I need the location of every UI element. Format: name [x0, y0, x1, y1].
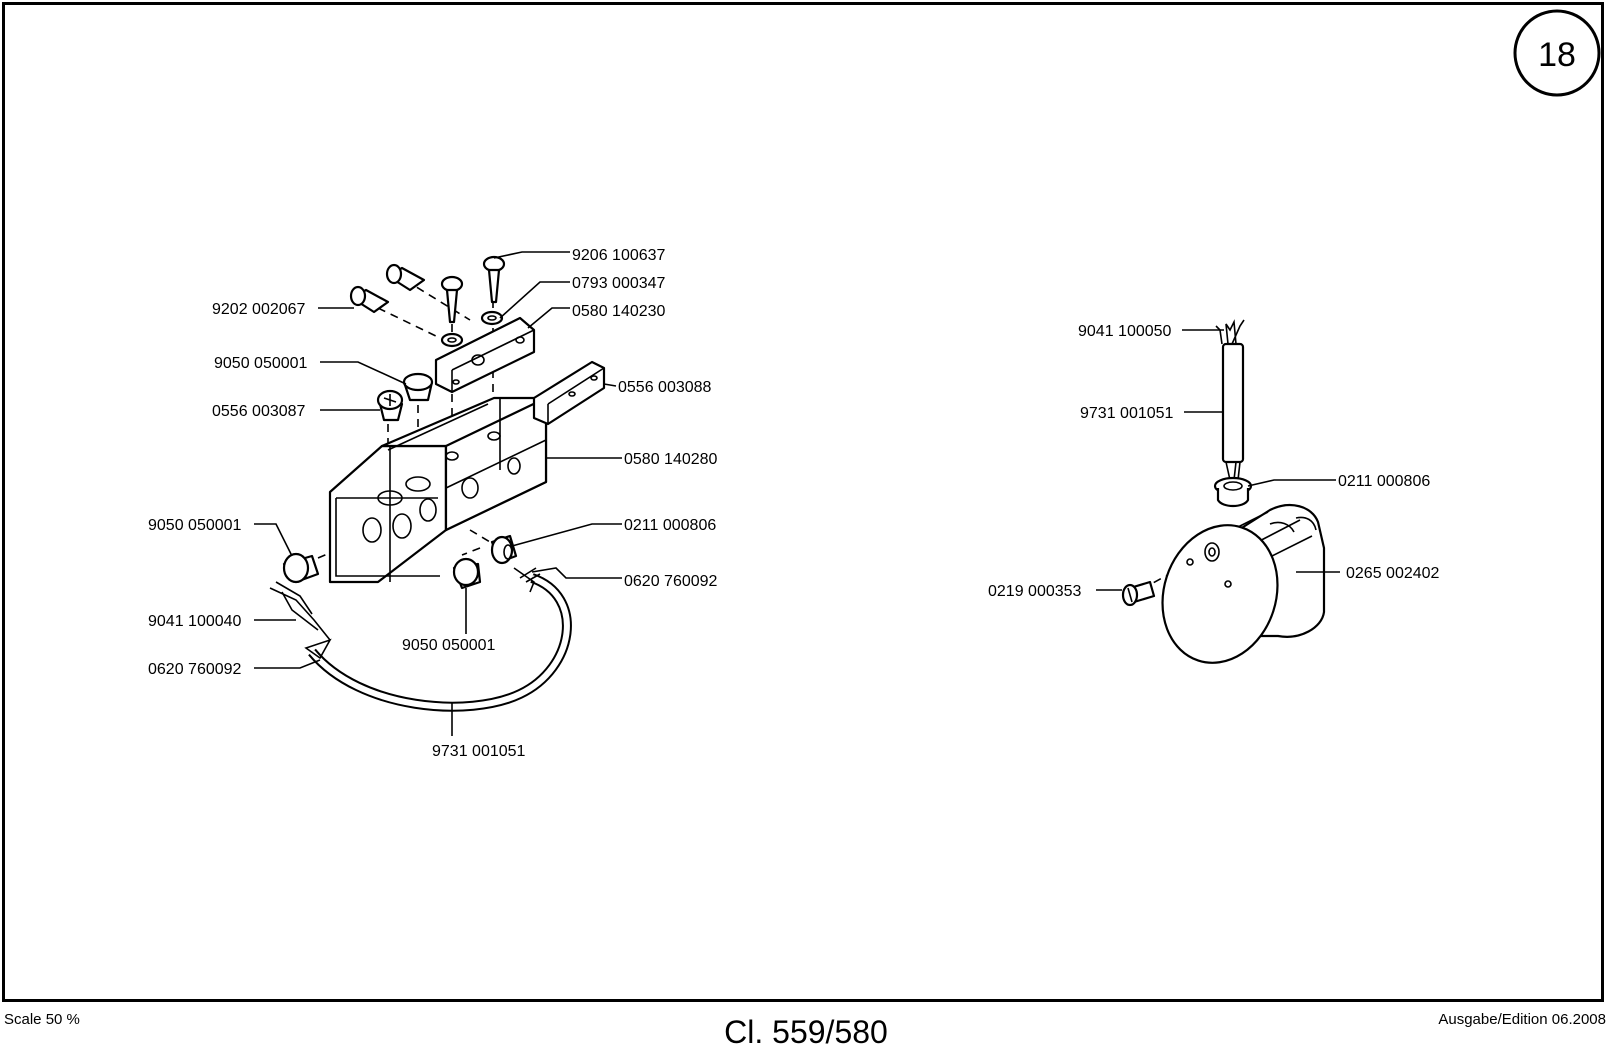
part-label-9731-001051-right: 9731 001051	[1080, 405, 1174, 422]
part-label-0211-000806-right: 0211 000806	[1338, 473, 1430, 490]
right-assembly: 9041 100050 9731 001051 0211 000806 0265…	[988, 320, 1440, 678]
part-label-0556-003088: 0556 003088	[618, 379, 712, 396]
part-label-0620-760092-right: 0620 760092	[624, 573, 718, 590]
part-label-9050-050001-top: 9050 050001	[214, 355, 308, 372]
part-label-0219-000353: 0219 000353	[988, 583, 1082, 600]
cap-screws	[351, 265, 424, 312]
part-label-0793-000347: 0793 000347	[572, 275, 666, 292]
wire-ends-right	[1216, 320, 1244, 344]
part-label-9202-002067: 9202 002067	[212, 301, 306, 318]
model-title: Cl. 559/580	[0, 1014, 1612, 1051]
part-label-9050-050001-left: 9050 050001	[148, 517, 242, 534]
mounting-bracket	[436, 318, 534, 392]
round-sensor-housing	[1145, 505, 1324, 678]
part-label-0580-140230: 0580 140230	[572, 303, 666, 320]
page-number: 18	[1538, 36, 1576, 74]
part-label-9041-100050: 9041 100050	[1078, 323, 1172, 340]
edition-note: Ausgabe/Edition 06.2008	[1438, 1011, 1606, 1028]
left-assembly: 9206 100637 0793 000347 9202 002067 0580…	[148, 247, 718, 760]
part-label-0556-003087: 0556 003087	[212, 403, 306, 420]
cable-right	[1223, 344, 1243, 480]
screw-right	[1123, 582, 1154, 605]
part-label-0580-140280: 0580 140280	[624, 451, 718, 468]
part-label-0620-760092-left: 0620 760092	[148, 661, 242, 678]
part-label-0265-002402: 0265 002402	[1346, 565, 1440, 582]
grommet-right	[1215, 478, 1251, 506]
part-label-9206-100637: 9206 100637	[572, 247, 666, 264]
part-label-9041-100040: 9041 100040	[148, 613, 242, 630]
part-label-9050-050001-bottom: 9050 050001	[402, 637, 496, 654]
part-label-9731-001051-left: 9731 001051	[432, 743, 526, 760]
page-number-badge: 18	[1515, 11, 1599, 95]
channel-clip	[534, 362, 604, 424]
part-label-0211-000806-left: 0211 000806	[624, 517, 716, 534]
